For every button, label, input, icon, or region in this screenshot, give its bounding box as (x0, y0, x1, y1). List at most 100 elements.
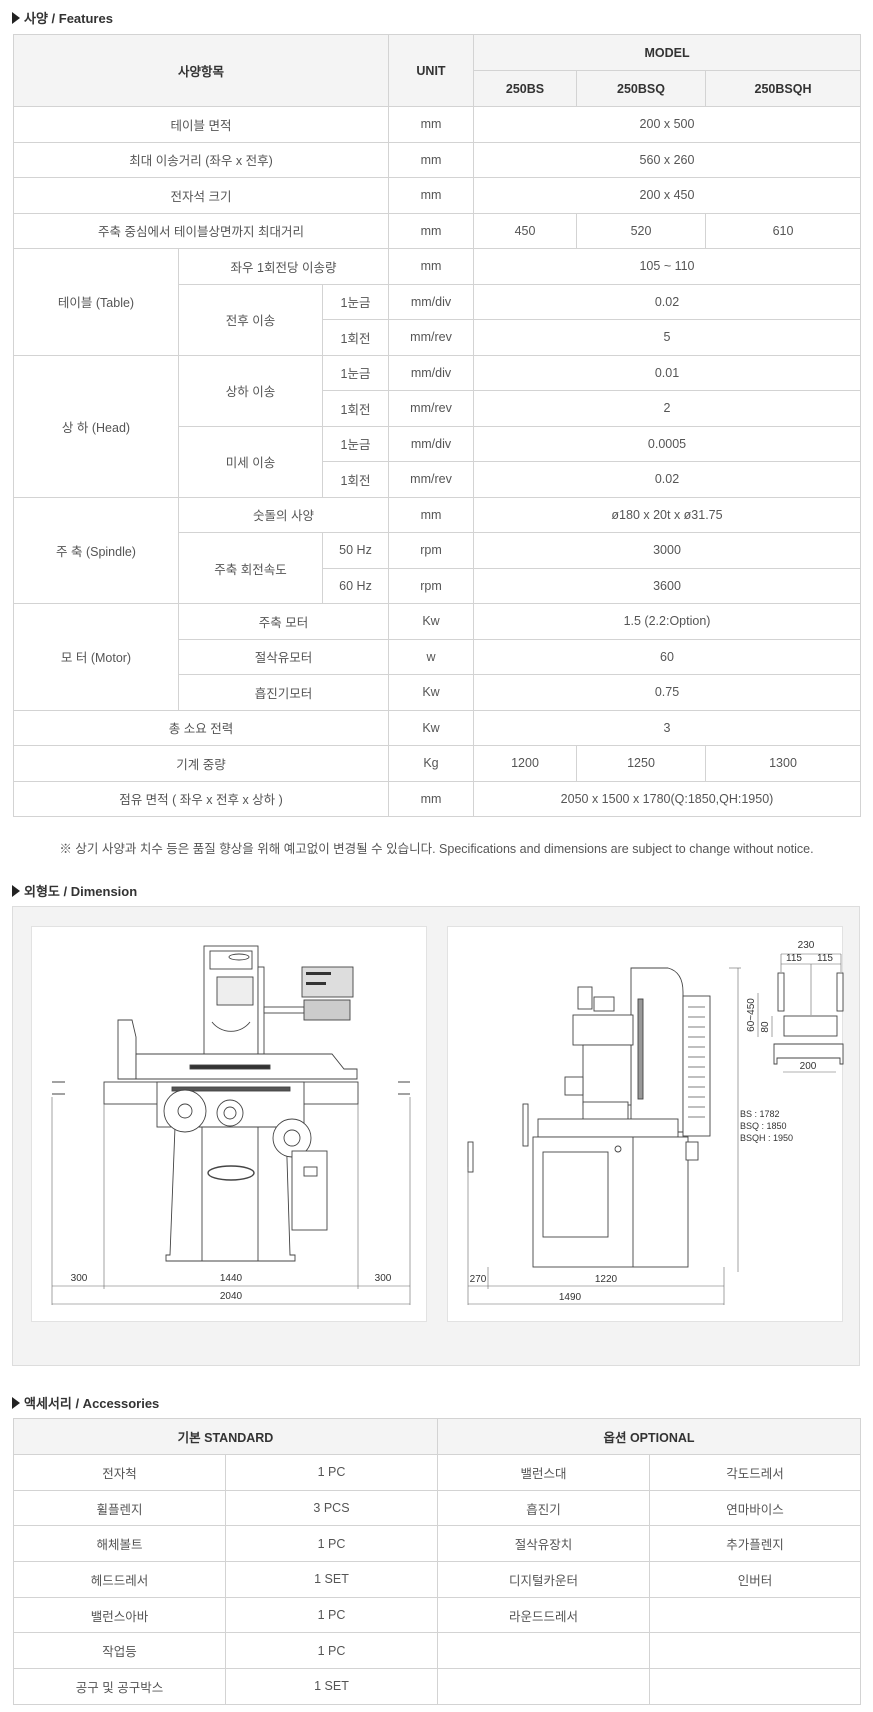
features-heading-text: 사양 / Features (24, 11, 113, 26)
row-unit: rpm (388, 567, 474, 604)
optional-item: 인버터 (649, 1561, 861, 1598)
optional-item: 절삭유장치 (437, 1525, 650, 1563)
front-view-drawing: 300 1440 300 2040 (31, 926, 427, 1322)
table-row: 60 Hz rpm 3600 (14, 567, 862, 604)
row-value: 105 ~ 110 (472, 248, 862, 285)
optional-item: 밸런스대 (437, 1454, 650, 1491)
table-row: 최대 이송거리 (좌우 x 전후) mm 560 x 260 (13, 141, 862, 178)
row-value: 610 (704, 212, 862, 249)
row-unit: mm (388, 496, 474, 533)
row-unit: mm (388, 248, 474, 285)
table-row: 밸런스아바 1 PC 라운드드레서 (13, 1596, 861, 1634)
row-unit: mm/div (388, 354, 474, 391)
standard-item: 공구 및 공구박스 (13, 1668, 226, 1705)
optional-item-empty (649, 1596, 861, 1634)
row-label: 절삭유모터 (178, 638, 389, 675)
standard-item: 작업등 (13, 1632, 226, 1670)
row-value: 200 x 450 (472, 177, 862, 214)
row-label: 주축 중심에서 테이블상면까지 최대거리 (13, 212, 389, 249)
group-label: 모 터 (Motor) (13, 603, 179, 711)
front-dim-center: 1440 (220, 1273, 243, 1284)
optional-item: 디지털카운터 (437, 1561, 650, 1598)
optional-item: 라운드드레서 (437, 1596, 650, 1634)
side-dim-left: 270 (470, 1274, 487, 1285)
front-view-machine-icon: 300 1440 300 2040 (51, 945, 411, 1305)
table-row: 전자석 크기 mm 200 x 450 (13, 177, 862, 214)
row-unit: mm/div (388, 425, 474, 462)
row-label: 기계 중량 (13, 745, 389, 782)
side-view-machine-icon: 230 115 115 60~450 80 200 BS : 1782 BSQ … (467, 940, 844, 1305)
sub-label: 1눈금 (322, 354, 389, 391)
row-value: 60 (472, 638, 862, 675)
row-value: 0.01 (472, 354, 862, 391)
front-dim-left: 300 (71, 1273, 88, 1284)
optional-item: 추가플렌지 (649, 1525, 861, 1563)
row-unit: w (388, 638, 474, 675)
header-model: MODEL (472, 34, 862, 71)
table-row: 주축 회전속도 50 Hz rpm 3000 (14, 532, 862, 604)
standard-qty: 1 PC (225, 1525, 438, 1563)
row-unit: Kw (388, 709, 474, 746)
group-label: 상 하 (Head) (13, 354, 179, 498)
table-row: 휠플렌지 3 PCS 흡진기 연마바이스 (13, 1489, 861, 1527)
row-value: 560 x 260 (472, 141, 862, 178)
standard-qty: 1 SET (225, 1561, 438, 1598)
table-row: 주 축 (Spindle) 숫돌의 사양 mm ø180 x 20t x ø31… (13, 496, 862, 604)
table-row: 테이블 (Table) 좌우 1회전당 이송량 mm 105 ~ 110 (13, 248, 862, 356)
side-height-bsq: BSQ : 1850 (740, 1121, 787, 1131)
optional-header: 옵션 OPTIONAL (437, 1418, 861, 1455)
row-value: 200 x 500 (472, 106, 862, 143)
row-unit: Kw (388, 674, 474, 711)
dimension-drawings: 300 1440 300 2040 (12, 906, 860, 1366)
row-value: 3000 (472, 532, 862, 569)
header-model-250bs: 250BS (473, 70, 577, 107)
header-item: 사양항목 (13, 34, 389, 107)
standard-item: 휠플렌지 (13, 1489, 226, 1527)
row-value: 1300 (704, 745, 862, 782)
standard-qty: 1 PC (225, 1596, 438, 1634)
wheel-dim-height: 80 (760, 1021, 771, 1033)
header-unit: UNIT (388, 34, 474, 107)
row-label: 총 소요 전력 (13, 709, 389, 746)
row-label: 흡진기모터 (178, 674, 389, 711)
row-value: ø180 x 20t x ø31.75 (472, 496, 862, 533)
optional-item: 연마바이스 (649, 1489, 861, 1527)
features-table: 사양항목 UNIT MODEL 250BS 250BSQ 250BSQH 테이블… (13, 34, 862, 817)
row-unit: mm/rev (388, 390, 474, 427)
row-unit: mm (388, 106, 474, 143)
triangle-bullet-icon (12, 1397, 20, 1409)
table-row: 1회전 mm/rev 0.02 (14, 461, 862, 498)
row-label: 점유 면적 ( 좌우 x 전후 x 상하 ) (13, 780, 389, 817)
row-label: 전후 이송 (178, 283, 323, 356)
optional-item-empty (437, 1632, 650, 1670)
table-row: 기계 중량 Kg 1200 1250 1300 (13, 745, 862, 782)
row-value: 520 (576, 212, 706, 249)
header-model-250bsqh: 250BSQH (704, 70, 862, 107)
sub-label: 50 Hz (322, 532, 389, 569)
table-row: 총 소요 전력 Kw 3 (13, 709, 862, 746)
row-unit: mm/rev (388, 319, 474, 356)
table-row: 공구 및 공구박스 1 SET (13, 1668, 861, 1705)
row-unit: rpm (388, 532, 474, 569)
accessories-table: 기본 STANDARD 옵션 OPTIONAL 전자척 1 PC 밸런스대 각도… (13, 1418, 861, 1705)
table-row: 헤드드레서 1 SET 디지털카운터 인버터 (13, 1561, 861, 1598)
table-row: 주축 중심에서 테이블상면까지 최대거리 mm 450 520 610 (13, 212, 862, 249)
row-label: 주축 회전속도 (178, 532, 323, 604)
dimension-heading: 외형도 / Dimension (12, 881, 137, 900)
row-label: 숫돌의 사양 (178, 496, 389, 533)
table-row: 해체볼트 1 PC 절삭유장치 추가플렌지 (13, 1525, 861, 1563)
row-value: 0.0005 (472, 425, 862, 462)
side-view-drawing: 230 115 115 60~450 80 200 BS : 1782 BSQ … (447, 926, 844, 1322)
wheel-dim-total: 230 (798, 940, 815, 951)
dimension-heading-text: 외형도 / Dimension (24, 884, 138, 899)
sub-label: 1회전 (322, 319, 389, 356)
row-label: 전자석 크기 (13, 177, 389, 214)
row-label: 주축 모터 (178, 603, 389, 640)
table-row: 미세 이송 1눈금 mm/div 0.0005 (14, 425, 862, 498)
optional-item: 각도드레서 (649, 1454, 861, 1491)
triangle-bullet-icon (12, 885, 20, 897)
sub-label: 1회전 (322, 390, 389, 427)
standard-header: 기본 STANDARD (13, 1418, 438, 1455)
optional-item-empty (437, 1668, 650, 1705)
row-value: 1200 (473, 745, 577, 782)
